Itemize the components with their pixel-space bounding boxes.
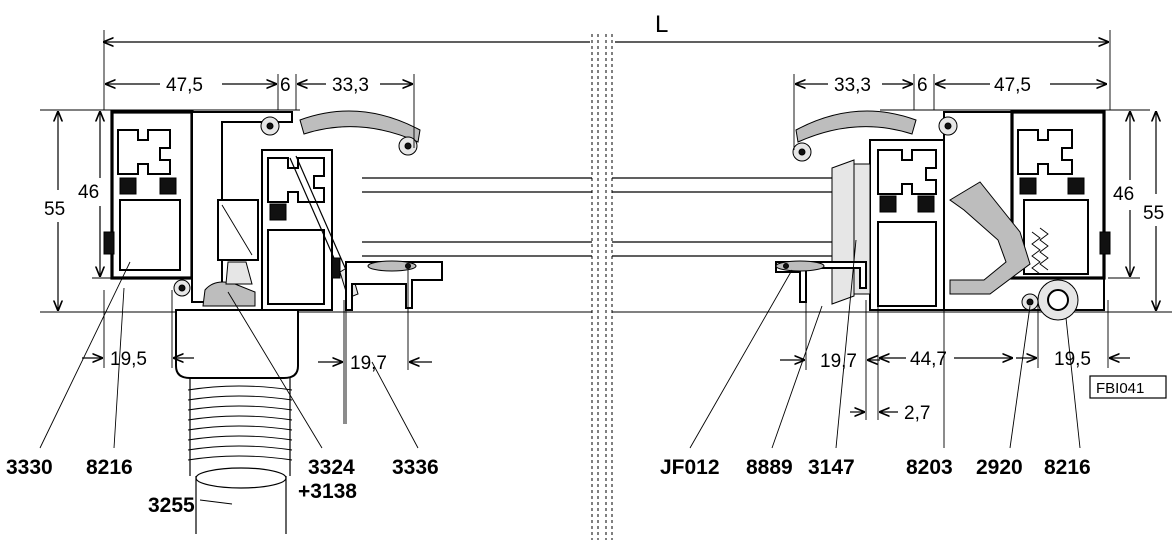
part-3255: 3255: [148, 494, 195, 517]
reference-code: FBI041: [1096, 380, 1144, 397]
right-middle: 44,7: [910, 349, 947, 370]
right-profile: [775, 110, 1111, 321]
left-part-labels: 3330 8216 3324 +3138 3336 3255: [6, 456, 439, 517]
right-frame-width: 47,5: [994, 75, 1031, 96]
right-dimensions: 33,3 6 47,5 46 55 19,7 44,7 19,5 2,7: [780, 74, 1164, 424]
left-height-inner: 46: [78, 182, 99, 203]
reference-box: FBI041: [1089, 375, 1167, 399]
overall-dimension: L: [104, 11, 1111, 110]
glass-pane: [362, 177, 832, 257]
part-3147: 3147: [808, 456, 855, 479]
left-bottom-right: 19,7: [350, 353, 387, 374]
right-bottom-left: 19,7: [820, 351, 857, 372]
left-sash-width: 33,3: [332, 75, 369, 96]
left-gap: 6: [280, 75, 291, 96]
right-height-inner: 46: [1113, 184, 1134, 205]
left-dimensions: 47,5 6 33,3 55 46 19,5 19,7: [44, 74, 432, 424]
overall-length-label: L: [655, 11, 668, 38]
left-profile: [103, 110, 443, 534]
part-8889: 8889: [746, 456, 793, 479]
left-frame-width: 47,5: [166, 75, 203, 96]
reference-lines: [40, 109, 1172, 313]
part-3330: 3330: [6, 456, 53, 479]
break-lines: [591, 34, 613, 540]
part-jf012: JF012: [660, 456, 720, 479]
part-8216-right: 8216: [1044, 456, 1091, 479]
part-8216-left: 8216: [86, 456, 133, 479]
leader-lines: [39, 239, 1081, 505]
left-bottom-left: 19,5: [110, 349, 147, 370]
right-small: 2,7: [904, 403, 930, 424]
part-3324: 3324: [308, 456, 355, 479]
right-part-labels: JF012 8889 3147 8203 2920 8216: [660, 456, 1091, 479]
right-bottom-right: 19,5: [1054, 349, 1091, 370]
right-gap: 6: [917, 75, 928, 96]
part-2920: 2920: [976, 456, 1023, 479]
part-3138: +3138: [298, 480, 357, 503]
part-3336: 3336: [392, 456, 439, 479]
left-height-outer: 55: [44, 199, 65, 220]
right-sash-width: 33,3: [834, 75, 871, 96]
right-height-outer: 55: [1143, 203, 1164, 224]
part-8203: 8203: [906, 456, 953, 479]
